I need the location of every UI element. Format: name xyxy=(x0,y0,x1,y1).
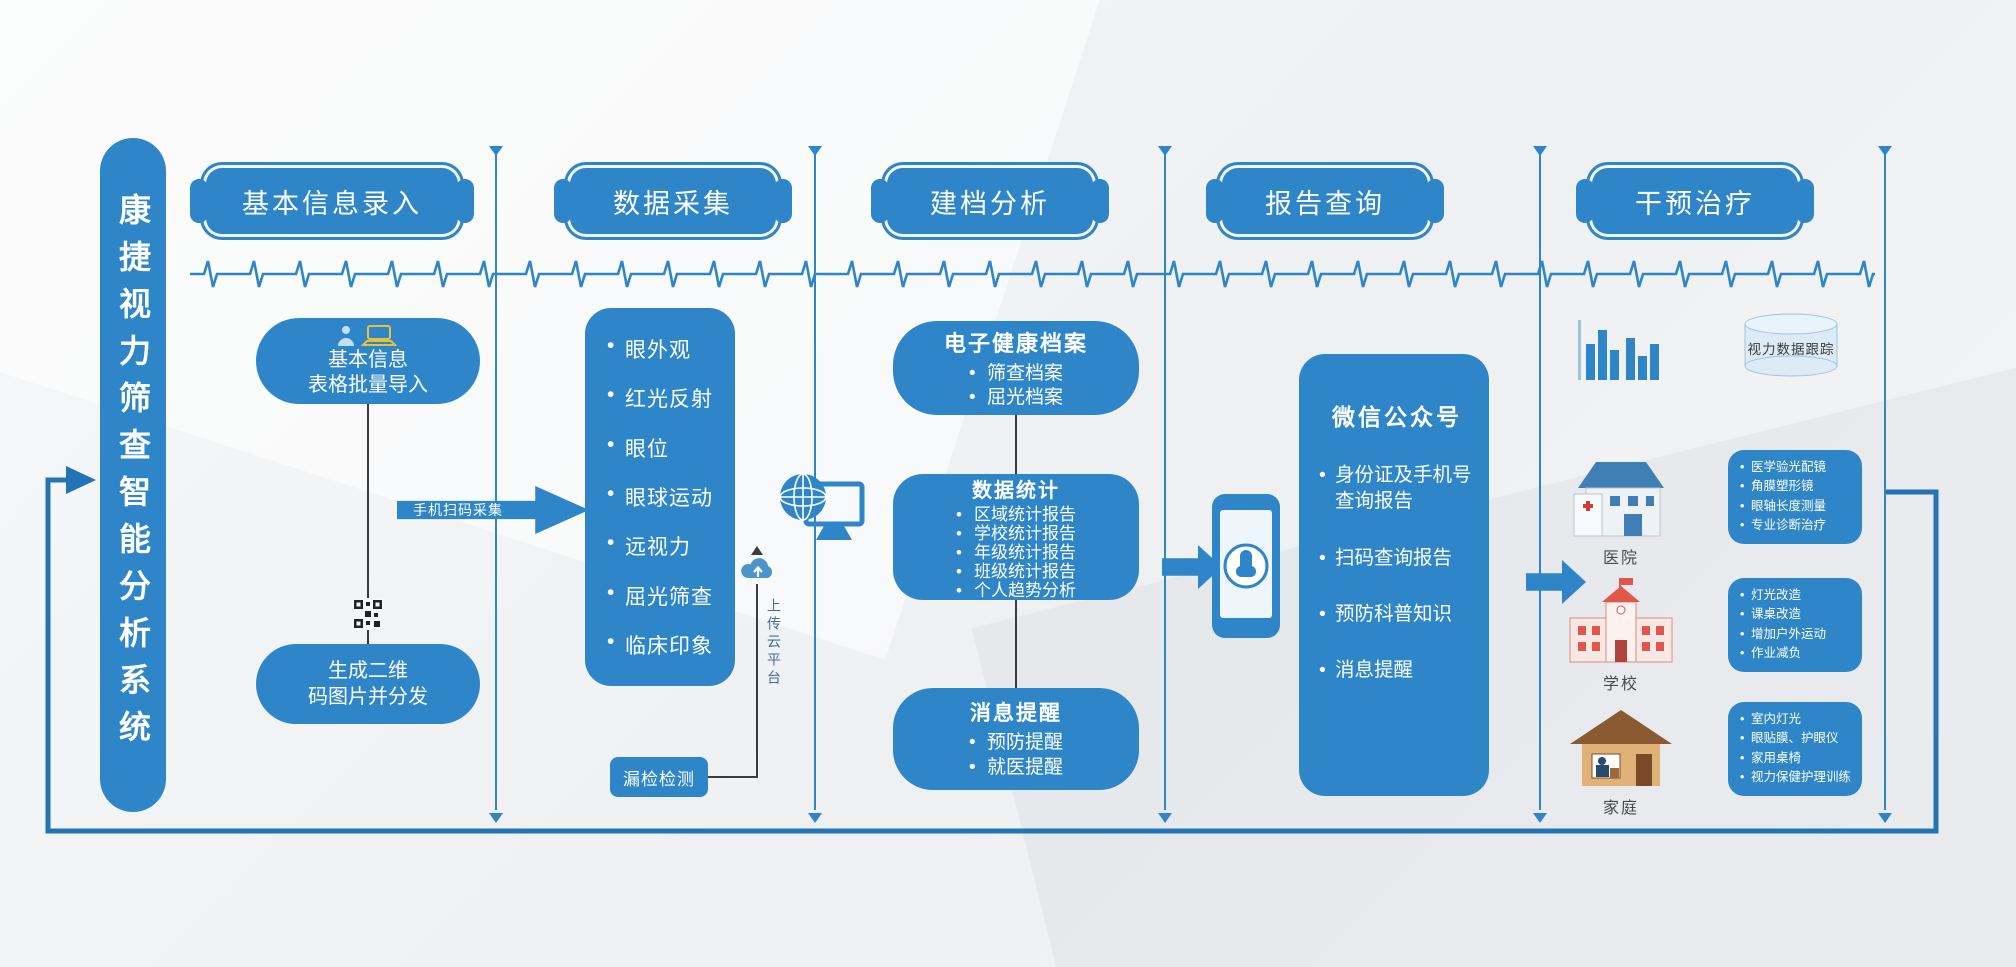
list-item: 临床印象 xyxy=(607,630,713,660)
list-item: 作业减负 xyxy=(1740,644,1856,664)
statistics-title: 数据统计 xyxy=(972,479,1060,502)
list-item: 年级统计报告 xyxy=(956,543,1076,562)
system-title: 康捷视力筛查智能分析系统 xyxy=(115,193,151,757)
list-item: 视力保健护理训练 xyxy=(1740,768,1856,788)
connector-line xyxy=(367,404,369,644)
separator-line xyxy=(489,146,503,823)
separator-line xyxy=(1533,146,1547,823)
list-item: 班级统计报告 xyxy=(956,562,1076,581)
list-item: 角膜塑形镜 xyxy=(1740,477,1856,497)
list-item: 眼轴长度测量 xyxy=(1740,497,1856,517)
stage-header-data-collect: 数据采集 xyxy=(570,168,776,234)
list-item: 身份证及手机号查询报告 xyxy=(1319,462,1475,515)
list-item: 眼位 xyxy=(607,433,669,463)
list-item: 屈光筛查 xyxy=(607,581,713,611)
list-item: 眼外观 xyxy=(607,334,691,364)
hospital-label: 医院 xyxy=(1602,550,1639,567)
list-item: 学校统计报告 xyxy=(956,524,1076,543)
connector-line xyxy=(708,776,758,778)
ehr-title: 电子健康档案 xyxy=(943,331,1088,357)
list-item: 消息提醒 xyxy=(1319,657,1475,684)
ecg-line xyxy=(190,252,1875,296)
school-icon xyxy=(1566,578,1676,664)
list-item: 室内灯光 xyxy=(1740,710,1856,730)
list-item: 屈光档案 xyxy=(969,386,1063,410)
stage-header-intervention: 干预治疗 xyxy=(1592,168,1798,234)
upload-cloud-label: 上传云平台 xyxy=(766,598,782,688)
list-item: 课桌改造 xyxy=(1740,605,1856,625)
basic-info-import-label: 基本信息 表格批量导入 xyxy=(308,349,428,396)
list-item: 医学验光配镜 xyxy=(1740,458,1856,478)
connector-line xyxy=(756,584,758,778)
hospital-icon xyxy=(1566,452,1676,538)
list-item: 专业诊断治疗 xyxy=(1740,516,1856,536)
user-laptop-icon xyxy=(336,324,400,348)
list-item: 远视力 xyxy=(607,531,691,561)
bar-chart-icon xyxy=(1578,318,1670,382)
phone-scan-arrow: 手机扫码采集 xyxy=(397,486,589,534)
list-item: 预防科普知识 xyxy=(1319,601,1475,628)
connector-arrowhead xyxy=(751,540,763,555)
statistics-box: 数据统计 区域统计报告 学校统计报告 年级统计报告 班级统计报告 个人趋势分析 xyxy=(893,474,1139,600)
qr-code-icon xyxy=(352,598,384,630)
home-label: 家庭 xyxy=(1602,800,1639,817)
list-item: 区域统计报告 xyxy=(956,505,1076,524)
connector-line xyxy=(1015,600,1017,688)
phone-touch-icon xyxy=(1206,492,1286,644)
list-item: 就医提醒 xyxy=(969,756,1063,781)
stage-header-archive-analysis: 建档分析 xyxy=(887,168,1093,234)
list-item: 红光反射 xyxy=(607,383,713,413)
list-item: 扫码查询报告 xyxy=(1319,545,1475,572)
stage-header-basic-info: 基本信息录入 xyxy=(206,168,458,234)
system-title-bar: 康捷视力筛查智能分析系统 xyxy=(100,138,166,812)
stage-header-report-query: 报告查询 xyxy=(1222,168,1428,234)
separator-line xyxy=(1158,146,1172,823)
recheck-box: 漏检检测 xyxy=(610,757,708,797)
list-item: 个人趋势分析 xyxy=(956,581,1076,600)
list-item: 增加户外运动 xyxy=(1740,625,1856,645)
home-icon xyxy=(1566,702,1676,788)
wechat-title: 微信公众号 xyxy=(1332,404,1462,430)
vision-data-tracking-label: 视力数据跟踪 xyxy=(1747,342,1835,357)
hospital-measures-box: 医学验光配镜 角膜塑形镜 眼轴长度测量 专业诊断治疗 xyxy=(1728,450,1862,544)
wechat-account-box: 微信公众号 身份证及手机号查询报告 扫码查询报告 预防科普知识 消息提醒 xyxy=(1299,354,1489,796)
connector-line xyxy=(1015,415,1017,474)
database-icon xyxy=(1742,312,1840,378)
list-item: 眼贴膜、护眼仪 xyxy=(1740,729,1856,749)
cloud-platform-icon xyxy=(776,468,866,546)
screening-check-list: 眼外观 红光反射 眼位 眼球运动 远视力 屈光筛查 临床印象 xyxy=(585,308,735,686)
list-item: 筛查档案 xyxy=(969,362,1063,386)
school-label: 学校 xyxy=(1602,676,1639,693)
list-item: 眼球运动 xyxy=(607,482,713,512)
separator-line xyxy=(1878,146,1892,823)
notification-title: 消息提醒 xyxy=(970,702,1062,726)
list-item: 家用桌椅 xyxy=(1740,749,1856,769)
phone-scan-arrow-label: 手机扫码采集 xyxy=(413,502,503,518)
list-item: 灯光改造 xyxy=(1740,586,1856,606)
list-item: 预防提醒 xyxy=(969,731,1063,756)
generate-qr-box: 生成二维 码图片并分发 xyxy=(256,644,480,724)
basic-info-import-box: 基本信息 表格批量导入 xyxy=(256,318,480,404)
school-measures-box: 灯光改造 课桌改造 增加户外运动 作业减负 xyxy=(1728,578,1862,672)
notification-box: 消息提醒 预防提醒 就医提醒 xyxy=(893,688,1139,790)
upload-cloud-icon xyxy=(738,552,778,582)
home-measures-box: 室内灯光 眼贴膜、护眼仪 家用桌椅 视力保健护理训练 xyxy=(1728,702,1862,796)
ehr-box: 电子健康档案 筛查档案 屈光档案 xyxy=(893,321,1139,415)
